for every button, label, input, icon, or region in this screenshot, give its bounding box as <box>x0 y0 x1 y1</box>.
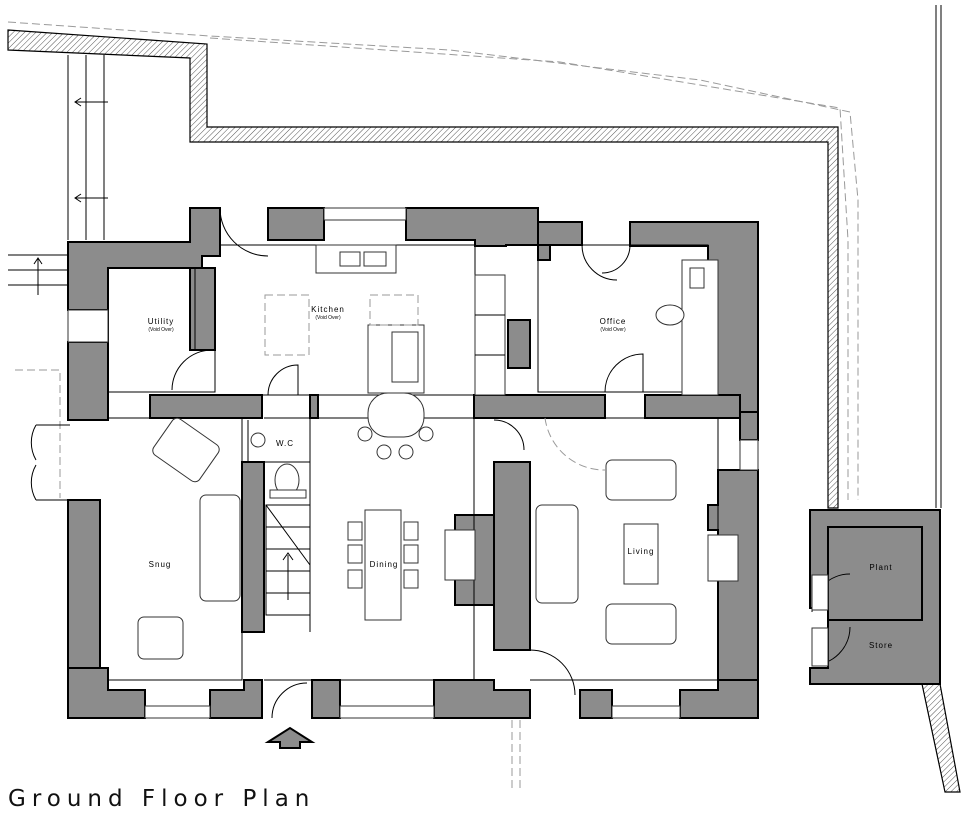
room-label-snug: Snug <box>149 560 172 569</box>
room-label-kitchen: Kitchen <box>311 305 345 314</box>
wc-fittings <box>250 432 307 499</box>
living-furniture <box>535 417 739 645</box>
room-note-office: (Void Over) <box>600 327 626 333</box>
door-swings <box>30 207 644 719</box>
windows <box>67 207 759 719</box>
room-label-living: Living <box>628 547 655 556</box>
entrance-arrow <box>264 726 316 749</box>
boundary-wall <box>7 5 961 793</box>
room-label-office: Office <box>600 317 627 326</box>
room-label-utility: Utility <box>148 317 175 326</box>
room-note-utility: (Void Over) <box>148 327 174 333</box>
office-desk <box>655 259 719 396</box>
kitchen-fittings <box>264 244 506 460</box>
room-label-store: Store <box>869 641 893 650</box>
staircase <box>265 504 311 616</box>
outbuilding <box>809 509 941 685</box>
dining-table <box>347 509 476 621</box>
room-label-wc: W.C <box>276 439 294 448</box>
external-walls <box>67 207 759 719</box>
site-boundary-dashed <box>7 21 859 790</box>
room-note-kitchen: (Void Over) <box>315 315 341 321</box>
side-path <box>8 55 108 295</box>
plan-title: Ground Floor Plan <box>8 786 316 812</box>
room-label-dining: Dining <box>370 560 399 569</box>
snug-furniture <box>137 417 241 660</box>
room-label-plant: Plant <box>869 563 892 572</box>
